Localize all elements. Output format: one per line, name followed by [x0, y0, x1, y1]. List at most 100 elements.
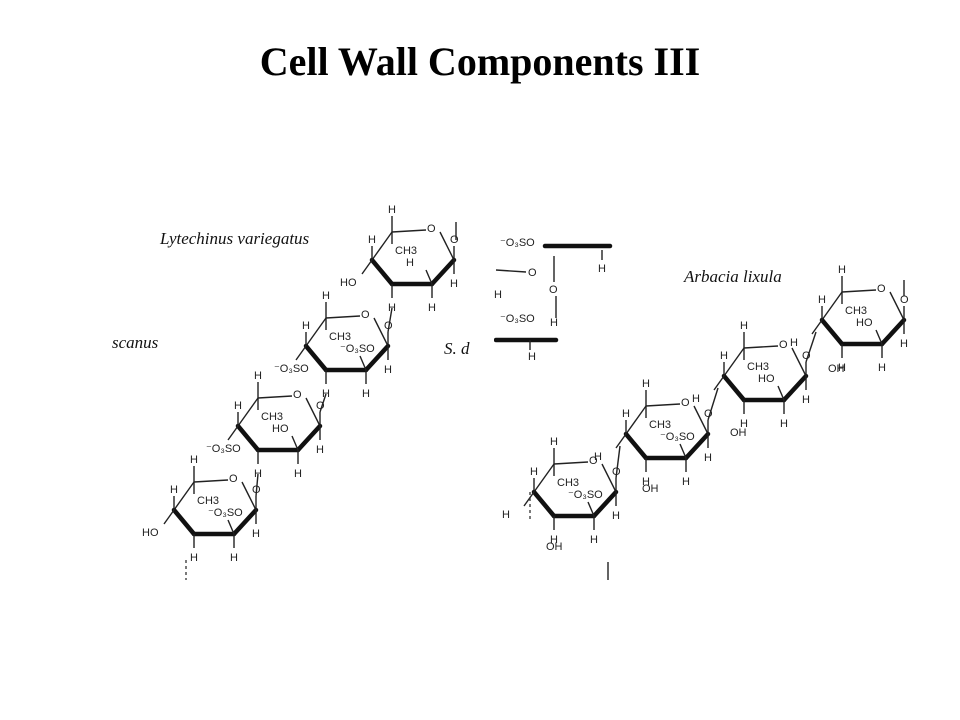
glycosidic-bond [615, 445, 621, 479]
substituent-label: H [878, 362, 886, 374]
bold-bond [235, 423, 261, 453]
atom-label: H [170, 484, 178, 496]
substituent-label: H [428, 302, 436, 314]
substituent-label: HO [758, 373, 775, 385]
bold-bond [303, 343, 329, 373]
bond [523, 491, 535, 507]
glycosidic-oxygen-label: O [612, 466, 621, 478]
atom-label: H [528, 351, 536, 363]
bold-bond [591, 489, 619, 519]
bond [237, 397, 259, 427]
ring-oxygen-label: O [549, 284, 558, 296]
substituent-label: H [294, 468, 302, 480]
bold-bond [295, 423, 323, 453]
atom-label: H [802, 394, 810, 406]
substituent-label: H [780, 418, 788, 430]
substituent-label: HO [340, 277, 357, 289]
bond [193, 479, 229, 483]
bond [439, 231, 455, 261]
bond [811, 319, 823, 335]
atom-label: H [642, 378, 650, 390]
bond [257, 395, 293, 399]
glycosidic-bond [319, 393, 327, 413]
bond [295, 345, 307, 361]
methyl-label: CH3 [197, 495, 219, 507]
atom-label: H [234, 400, 242, 412]
glycosidic-oxygen-label: O [252, 484, 261, 496]
substituent-label: HO [142, 527, 159, 539]
ring-oxygen-label: O [361, 309, 370, 321]
species-label: S. d [444, 339, 470, 358]
middle-panel-structure: ⁻O₃SO H OO ⁻O₃SO H H H [494, 237, 613, 363]
atom-label: H [720, 350, 728, 362]
methyl-label: CH3 [649, 419, 671, 431]
bold-bond [171, 507, 197, 537]
substituent-label: ⁻O₃SO [208, 507, 243, 519]
substituent-label: HO [272, 423, 289, 435]
atom-label: H [838, 264, 846, 276]
glycosidic-oxygen-label: O [384, 320, 393, 332]
glycosidic-bond [805, 331, 817, 363]
atom-label: H [190, 552, 198, 564]
bond [495, 269, 527, 273]
substituent-label: H [790, 337, 798, 349]
bond [227, 519, 235, 535]
bond [325, 315, 361, 319]
atom-label: H [384, 364, 392, 376]
ring-oxygen-label: O [589, 455, 598, 467]
bold-bond [623, 431, 649, 461]
bold-bond [683, 431, 711, 461]
bond [777, 385, 785, 401]
substituent-label: H [230, 552, 238, 564]
bond [291, 435, 299, 451]
substituent-label: H [362, 388, 370, 400]
bold-bond [721, 373, 747, 403]
substituent-label: ⁻O₃SO [340, 343, 375, 355]
bond [841, 289, 877, 293]
hydroxyl-label: OH [546, 541, 563, 553]
bond [305, 397, 321, 427]
atom-label: H [254, 370, 262, 382]
ring-oxygen-label: O [877, 283, 886, 295]
atom-label: H [550, 317, 558, 329]
substituent-label: ⁻O₃SO [568, 489, 603, 501]
atom-label: H [642, 476, 650, 488]
substituent-label: ⁻O₃SO [500, 313, 535, 325]
atom-label: H [598, 263, 606, 275]
hydroxyl-label: OH [828, 363, 845, 375]
glycosidic-oxygen-label: O [900, 294, 909, 306]
bond [361, 259, 373, 275]
atom-label: H [550, 436, 558, 448]
species-label: Arbacia lixula [683, 267, 782, 286]
bond [889, 291, 905, 321]
atom-label: H [190, 454, 198, 466]
bond [821, 291, 843, 321]
bold-bond [363, 343, 391, 373]
substituent-label: ⁻O₃SO [500, 237, 535, 249]
bond [601, 463, 617, 493]
species-label: Lytechinus variegatus [159, 229, 310, 248]
substituent-label: HO [856, 317, 873, 329]
atom-label: H [612, 510, 620, 522]
ring-oxygen-label: O [681, 397, 690, 409]
atom-label: H [494, 289, 502, 301]
glycosidic-oxygen-label: O [528, 267, 537, 279]
bond [679, 443, 687, 459]
atom-label: H [838, 362, 846, 374]
bond [743, 345, 779, 349]
glycosidic-oxygen-label: O [704, 408, 713, 420]
atom-label: H [252, 528, 260, 540]
substituent-label: H [502, 509, 510, 521]
bond [533, 463, 555, 493]
atom-label: H [302, 320, 310, 332]
bold-bond [781, 373, 809, 403]
bond [391, 229, 427, 233]
